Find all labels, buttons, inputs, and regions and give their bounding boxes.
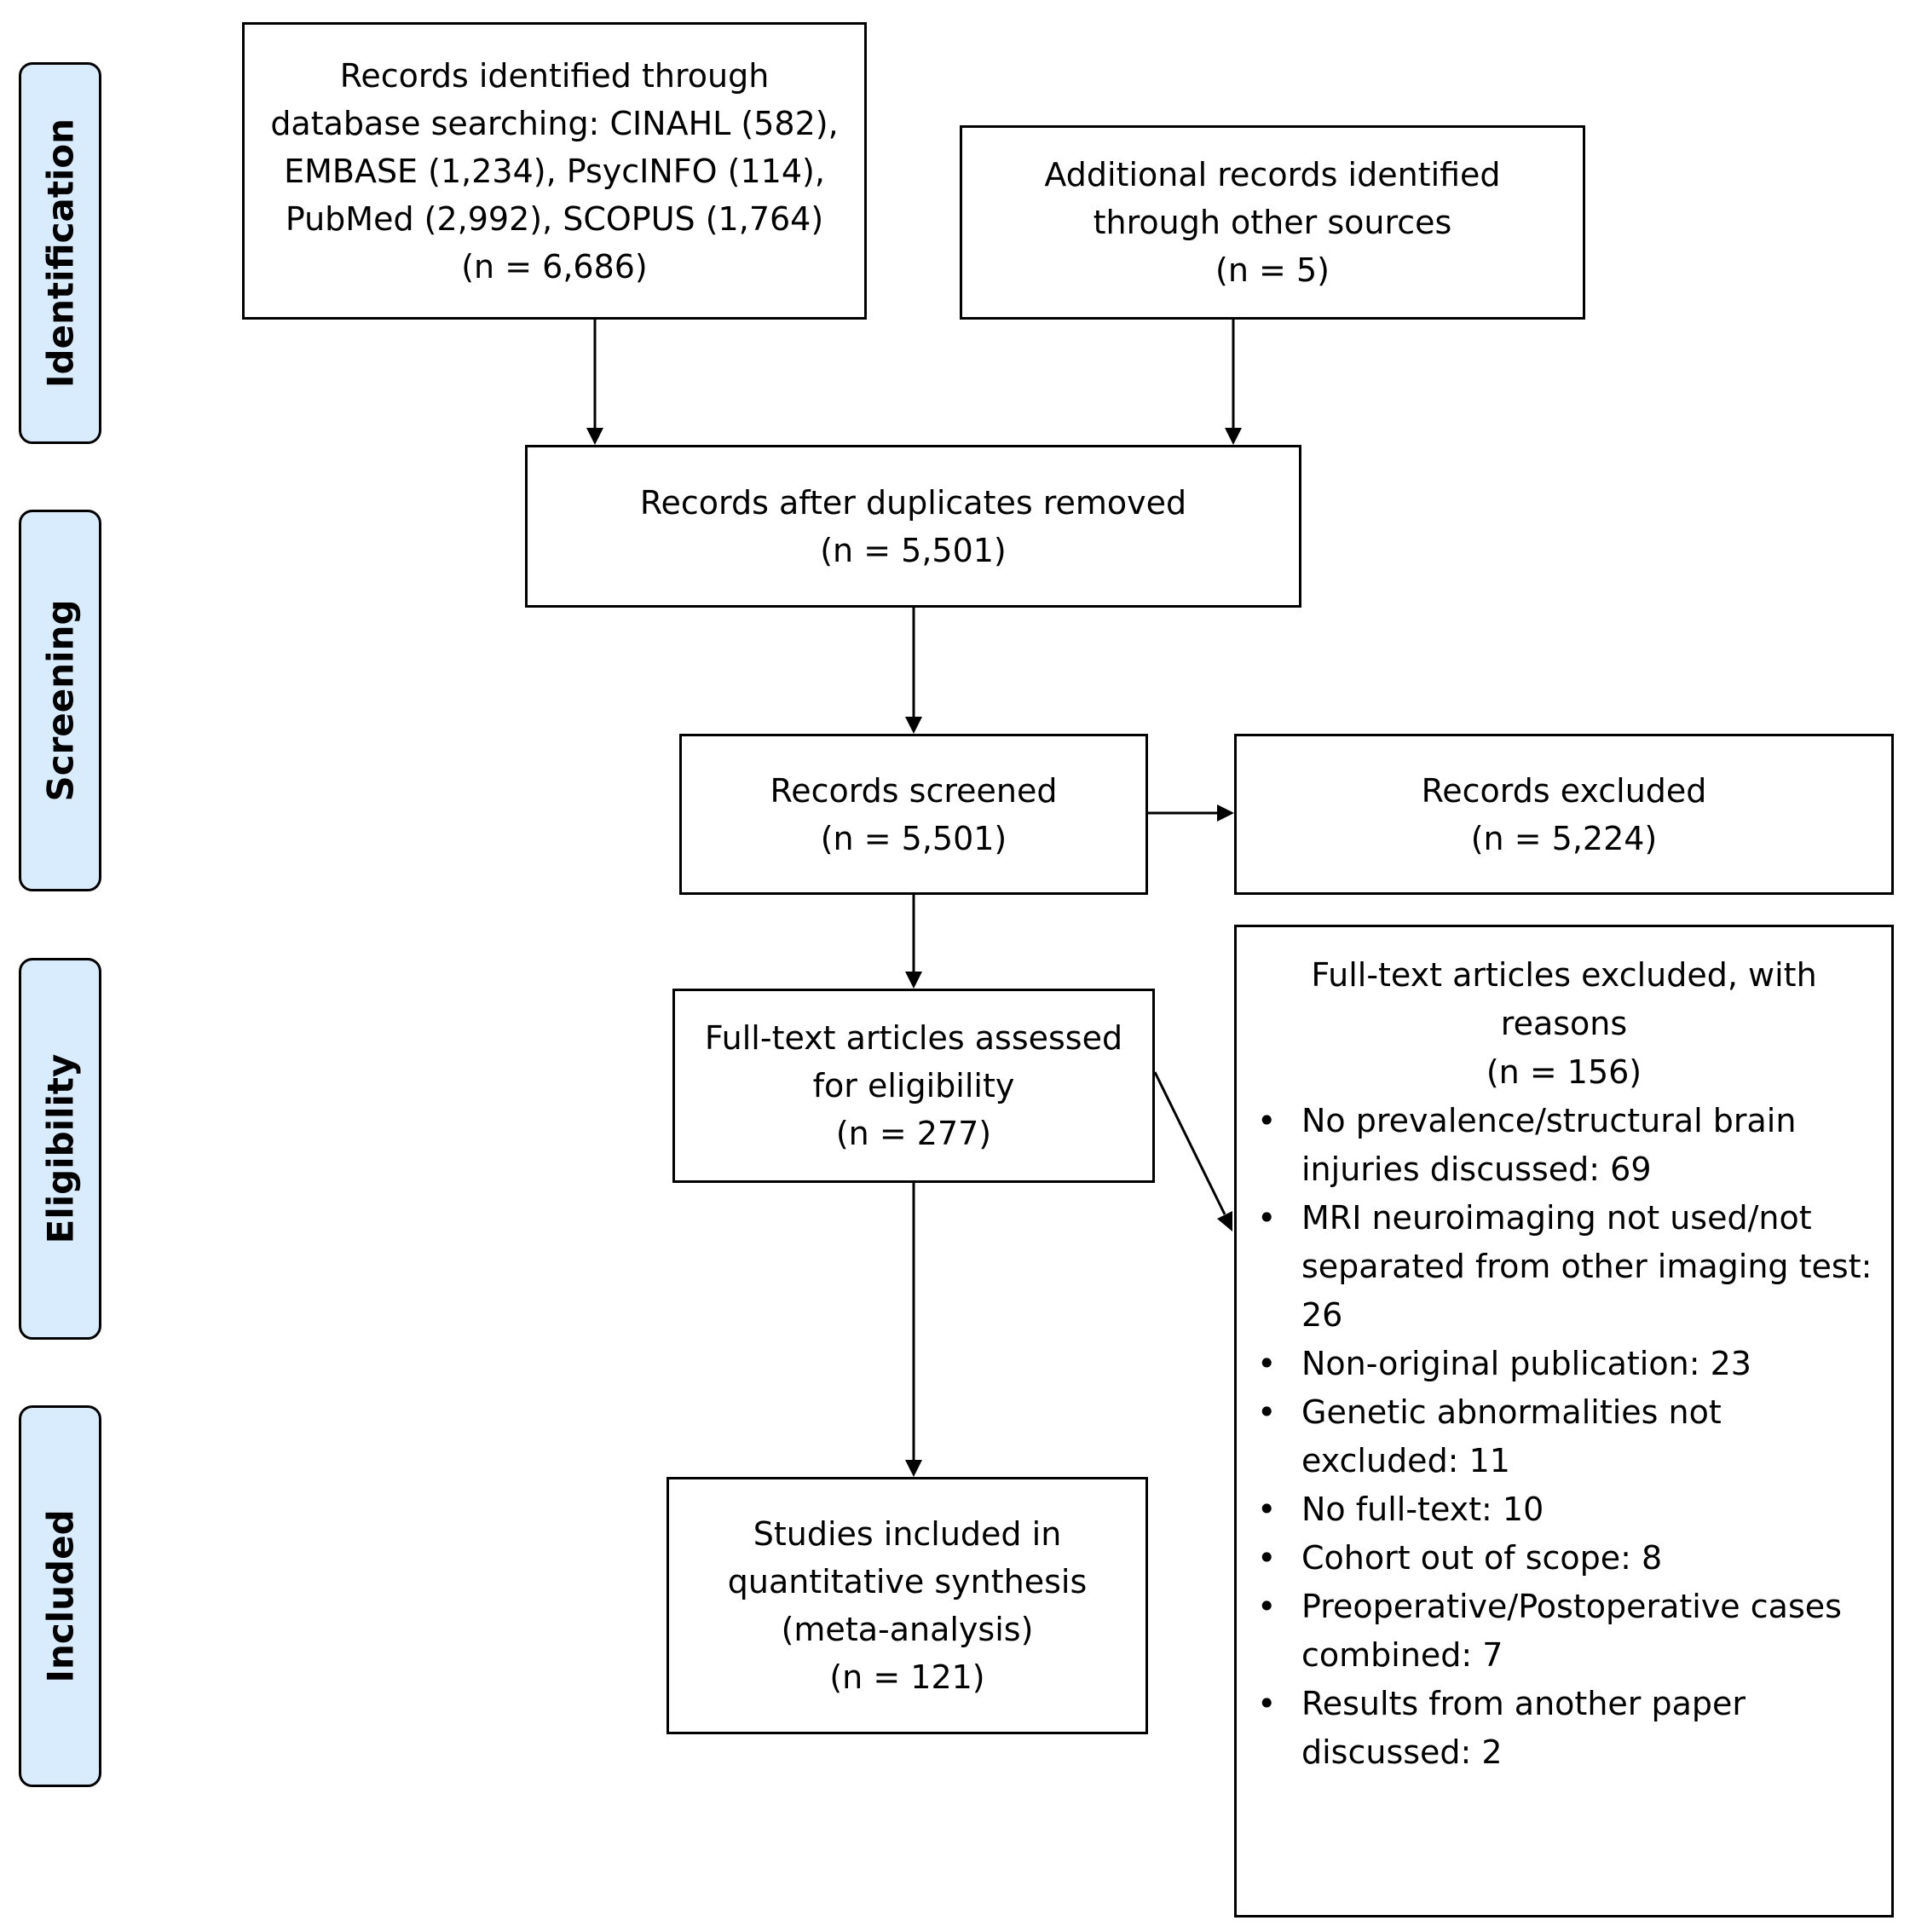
box-studies-included: Studies included in quantitative synthes… (666, 1477, 1148, 1734)
box-text: Records after duplicates removed (639, 483, 1187, 522)
stage-included: Included (19, 1405, 101, 1787)
exclusion-reasons-list: No prevalence/structural brain injuries … (1249, 1097, 1879, 1777)
box-text: Additional records identified (1044, 156, 1501, 193)
box-records-screened: Records screened (n = 5,501) (679, 734, 1148, 895)
exclusion-reason: Cohort out of scope: 8 (1249, 1534, 1879, 1583)
box-text: (n = 5,501) (820, 819, 1007, 857)
arrowhead (1217, 1211, 1232, 1231)
arrowhead (905, 1460, 922, 1477)
exclusion-reason: Non-original publication: 23 (1249, 1340, 1879, 1388)
box-other-sources: Additional records identified through ot… (960, 125, 1585, 320)
exclusion-reason: Preoperative/Postoperative cases combine… (1249, 1583, 1879, 1680)
box-text: (n = 5) (1215, 251, 1330, 289)
arrowhead (905, 972, 922, 989)
box-text: Records identified through (339, 56, 770, 95)
exclusion-reason: MRI neuroimaging not used/not separated … (1249, 1194, 1879, 1340)
box-text: (n = 5,224) (1470, 819, 1658, 857)
arrow-fulltext-to-excluded (1153, 1071, 1226, 1215)
box-text: Records excluded (1421, 771, 1707, 810)
stage-screening: Screening (19, 510, 101, 891)
exclusion-reason: Genetic abnormalities not excluded: 11 (1249, 1388, 1879, 1485)
exclusion-reason: No full-text: 10 (1249, 1485, 1879, 1534)
box-records-excluded: Records excluded (n = 5,224) (1234, 734, 1894, 895)
box-text: (n = 6,686) (461, 247, 648, 285)
box-fulltext-assessed: Full-text articles assessed for eligibil… (672, 989, 1155, 1183)
box-text: (n = 277) (835, 1115, 992, 1152)
box-text: EMBASE (1,234), PsycINFO (114), (284, 152, 825, 190)
arrowhead (1217, 805, 1234, 822)
stage-eligibility: Eligibility (19, 958, 101, 1340)
arrowhead (586, 428, 603, 445)
box-text: (n = 121) (829, 1658, 985, 1696)
box-after-duplicates: Records after duplicates removed (n = 5,… (525, 445, 1301, 608)
box-fulltext-excluded: Full-text articles excluded, with reason… (1234, 925, 1894, 1918)
box-text: Studies included in (753, 1515, 1062, 1553)
exclusion-reason: Results from another paper discussed: 2 (1249, 1680, 1879, 1777)
arrowhead (1225, 428, 1242, 445)
box-text: for eligibility (812, 1067, 1015, 1104)
excluded-heading: Full-text articles excluded, with reason… (1249, 951, 1879, 1097)
box-text: Full-text articles assessed (704, 1019, 1123, 1057)
box-text: quantitative synthesis (727, 1563, 1088, 1600)
exclusion-reason: No prevalence/structural brain injuries … (1249, 1097, 1879, 1194)
box-text: PubMed (2,992), SCOPUS (1,764) (285, 199, 824, 238)
box-text: Records screened (770, 771, 1058, 810)
box-text: (n = 156) (1486, 1053, 1642, 1091)
box-database-search: Records identified through database sear… (242, 22, 867, 320)
box-text: database searching: CINAHL (582), (270, 104, 839, 142)
box-text: reasons (1500, 1005, 1628, 1042)
arrowhead (905, 717, 922, 734)
box-text: (n = 5,501) (820, 531, 1007, 569)
box-text: through other sources (1093, 204, 1452, 241)
box-text: (meta-analysis) (781, 1611, 1034, 1648)
stage-identification: Identification (19, 62, 101, 444)
box-text: Full-text articles excluded, with (1311, 956, 1817, 994)
